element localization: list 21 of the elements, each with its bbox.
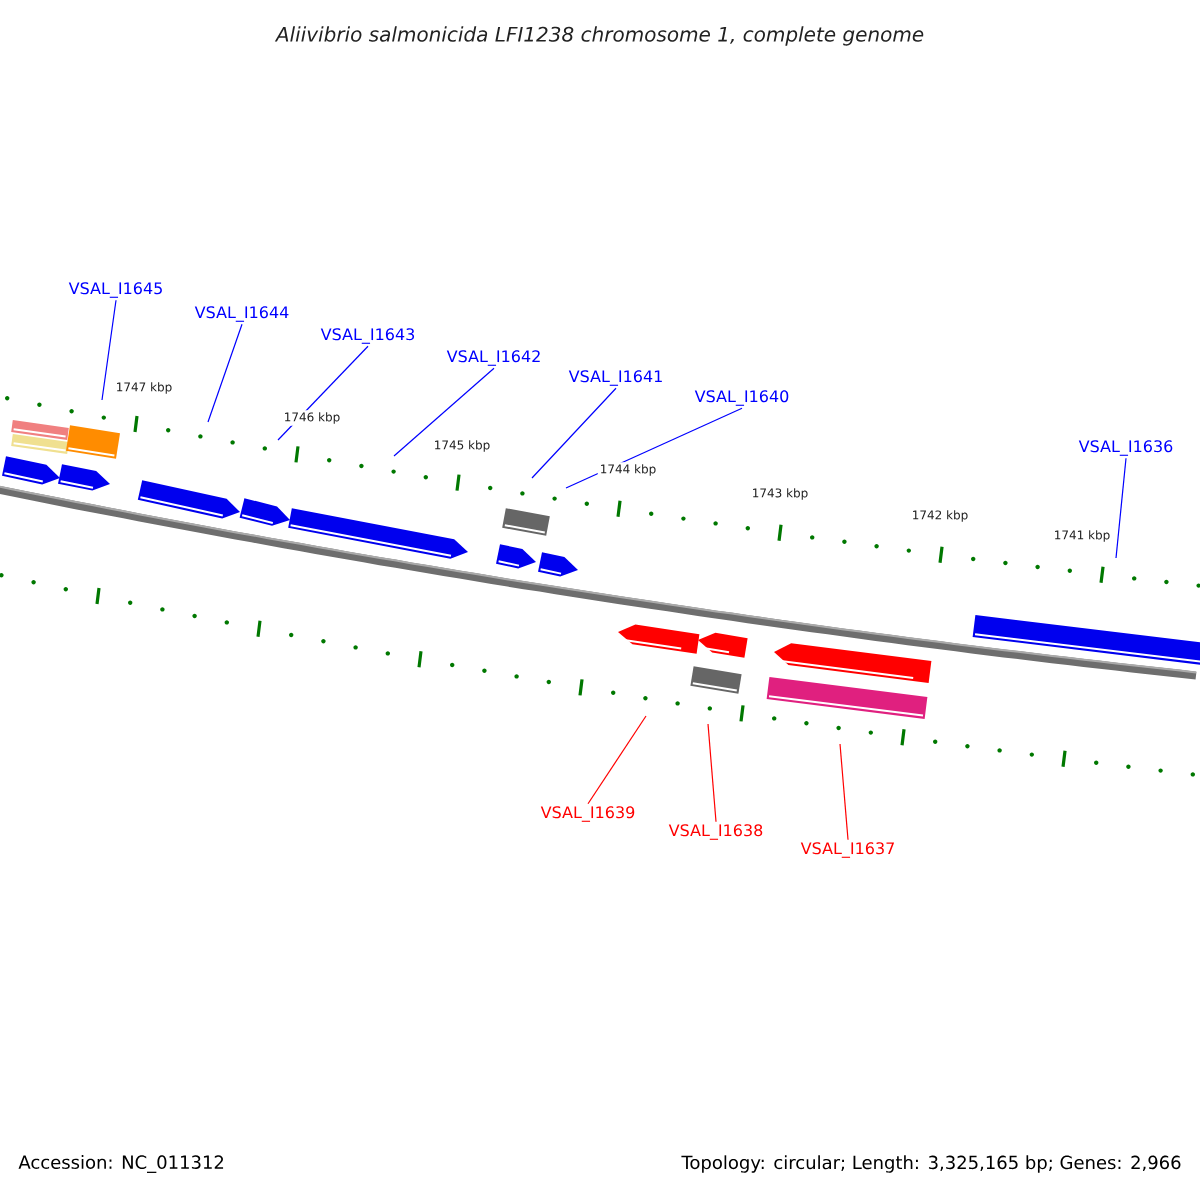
leader-line <box>1115 457 1127 559</box>
gene-label: VSAL_I1645 <box>68 282 162 298</box>
leader-line <box>839 743 849 841</box>
gene-label: VSAL_I1640 <box>694 390 789 406</box>
gene-label: VSAL_I1643 <box>320 328 415 344</box>
gene-label: VSAL_I1638 <box>668 824 763 840</box>
leader-line <box>707 723 717 823</box>
gene-label: VSAL_I1644 <box>194 306 289 322</box>
gene-label: VSAL_I1639 <box>540 806 635 822</box>
title: Aliivibrio salmonicida LFI1238 chromosome 1, complete genome <box>274 26 924 46</box>
gene-label: VSAL_I1641 <box>568 370 662 386</box>
footer-text: Accession: NC_011312 <box>18 1155 224 1173</box>
leader-line <box>207 323 243 423</box>
footer-text: Topology: circular; Length: 3,325,165 bp; Genes: 2,966 <box>681 1155 1181 1173</box>
leader-line <box>393 367 495 457</box>
gene-label: VSAL_I1636 <box>1078 440 1173 456</box>
leader-line <box>101 299 117 401</box>
gene-label: VSAL_I1637 <box>800 842 894 858</box>
leader-line <box>587 715 647 805</box>
leader-line <box>531 387 617 479</box>
gene-label: VSAL_I1642 <box>446 350 540 366</box>
